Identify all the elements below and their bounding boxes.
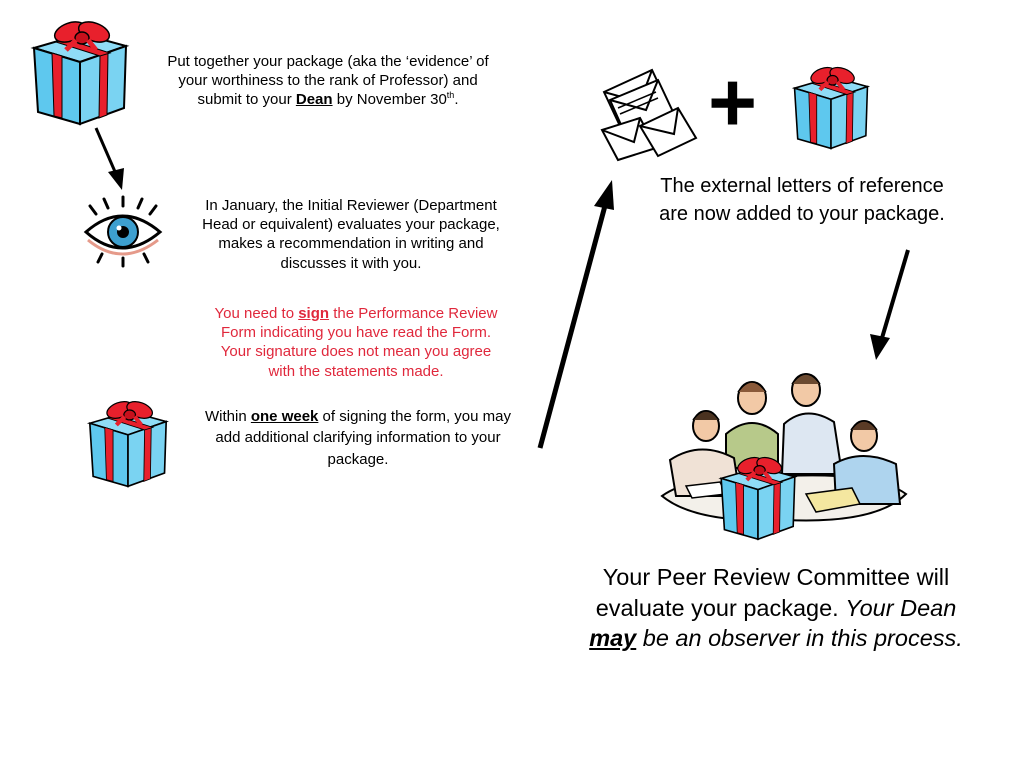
gift-icon (82, 400, 174, 488)
gift-icon (28, 20, 132, 126)
sign-note: You need to sign the Performance Review … (214, 305, 498, 380)
one-week-emphasis: one week (250, 408, 319, 425)
sign-emphasis: sign (298, 305, 330, 322)
dean-emphasis: Dean (295, 91, 333, 109)
plus-sign: + (708, 55, 758, 149)
envelopes-icon (600, 68, 698, 162)
eye-icon (83, 195, 163, 268)
meeting-people-illustration (660, 373, 908, 536)
external-letters-text: The external letters of reference are no… (659, 175, 945, 225)
step2-text: In January, the Initial Reviewer (Depart… (202, 197, 500, 272)
peer-committee-text: Your Peer Review Committee will evaluate… (589, 564, 963, 652)
step1-text: Put together your package (aka the ‘evid… (167, 53, 489, 109)
may-emphasis: may (589, 625, 637, 652)
one-week-note: Within one week of signing the form, you… (205, 408, 511, 468)
gift-icon (792, 62, 870, 151)
